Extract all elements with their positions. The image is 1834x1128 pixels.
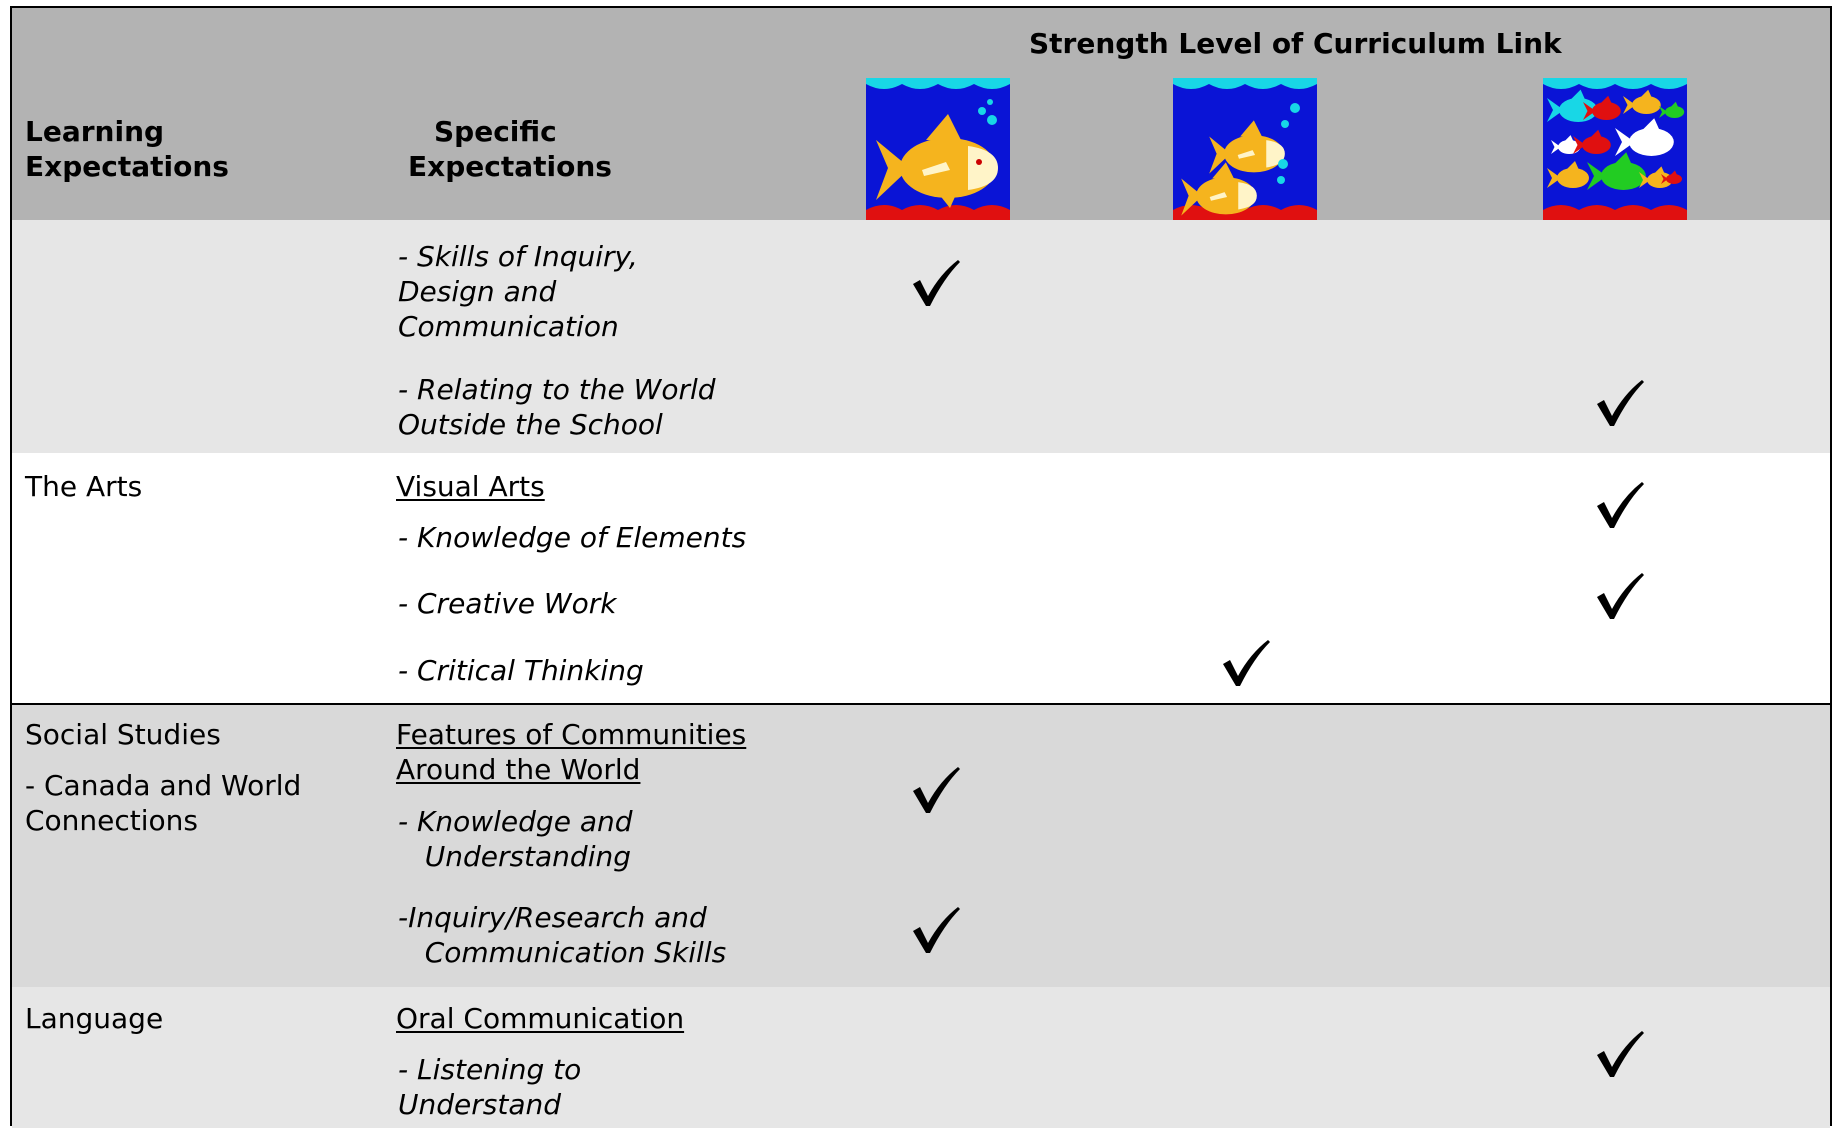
- strand-heading: Visual Arts: [396, 470, 545, 503]
- specific-expectation-line: Understand: [398, 1088, 561, 1121]
- specific-expectation-line: - Knowledge of Elements: [398, 521, 747, 554]
- checkmark-icon: [913, 260, 960, 306]
- checkmark-icon: [913, 907, 960, 953]
- specific-expectation-line: - Listening to: [398, 1053, 582, 1086]
- subject-label: Connections: [25, 804, 199, 837]
- row-divider: [12, 703, 1830, 705]
- strand-heading: Features of Communities: [396, 718, 747, 751]
- subject-label: The Arts: [25, 470, 143, 503]
- checkmark-icon: [1597, 573, 1644, 619]
- specific-expectation-line: - Knowledge and: [398, 805, 633, 838]
- specific-expectation-line: Outside the School: [398, 408, 663, 441]
- strand-heading: Around the World: [396, 753, 641, 786]
- checkmark-icon: [1597, 380, 1644, 426]
- checkmark-icon: [913, 767, 960, 813]
- specific-expectation-line: - Critical Thinking: [398, 654, 644, 687]
- row-continued: - Skills of Inquiry, Design and Communic…: [12, 220, 1830, 453]
- specific-expectation-line: -Inquiry/Research and: [398, 901, 707, 934]
- specific-expectation-line: Communication: [398, 310, 619, 343]
- specific-expectation-line: - Relating to the World: [398, 373, 716, 406]
- two-fish-icon: [1173, 78, 1317, 222]
- subject-label: Language: [25, 1002, 164, 1035]
- checkmark-icon: [1597, 482, 1644, 528]
- checkmark-icon: [1597, 1031, 1644, 1077]
- curriculum-link-table: Learning Expectations Specific Expectati…: [10, 6, 1832, 1128]
- specific-expectation-line: - Skills of Inquiry,: [398, 240, 638, 273]
- strand-heading: Oral Communication: [396, 1002, 685, 1035]
- subject-label: Social Studies: [25, 718, 221, 751]
- specific-expectation-line: - Creative Work: [398, 587, 617, 620]
- subject-label: - Canada and World: [25, 769, 302, 802]
- specific-expectation-line: Communication Skills: [398, 936, 727, 969]
- school-of-fish-icon: [1543, 78, 1687, 222]
- specific-expectation-line: Design and: [398, 275, 557, 308]
- checkmark-icon: [1223, 640, 1270, 686]
- row-language: Language Oral Communication - Listening …: [12, 987, 1830, 1128]
- specific-expectations-heading-line1: Specific: [434, 115, 557, 148]
- row-social-studies: Social Studies - Canada and World Connec…: [12, 705, 1830, 987]
- single-fish-icon: [866, 78, 1010, 222]
- header-row: Learning Expectations Specific Expectati…: [12, 8, 1830, 222]
- specific-expectation-line: Understanding: [398, 840, 631, 873]
- row-the-arts: The Arts Visual Arts - Knowledge of Elem…: [12, 453, 1830, 703]
- learning-expectations-heading-line1: Learning: [25, 115, 165, 148]
- strength-level-title: Strength Level of Curriculum Link: [1029, 27, 1562, 60]
- specific-expectations-heading-line2: Expectations: [408, 150, 612, 183]
- learning-expectations-heading-line2: Expectations: [25, 150, 229, 183]
